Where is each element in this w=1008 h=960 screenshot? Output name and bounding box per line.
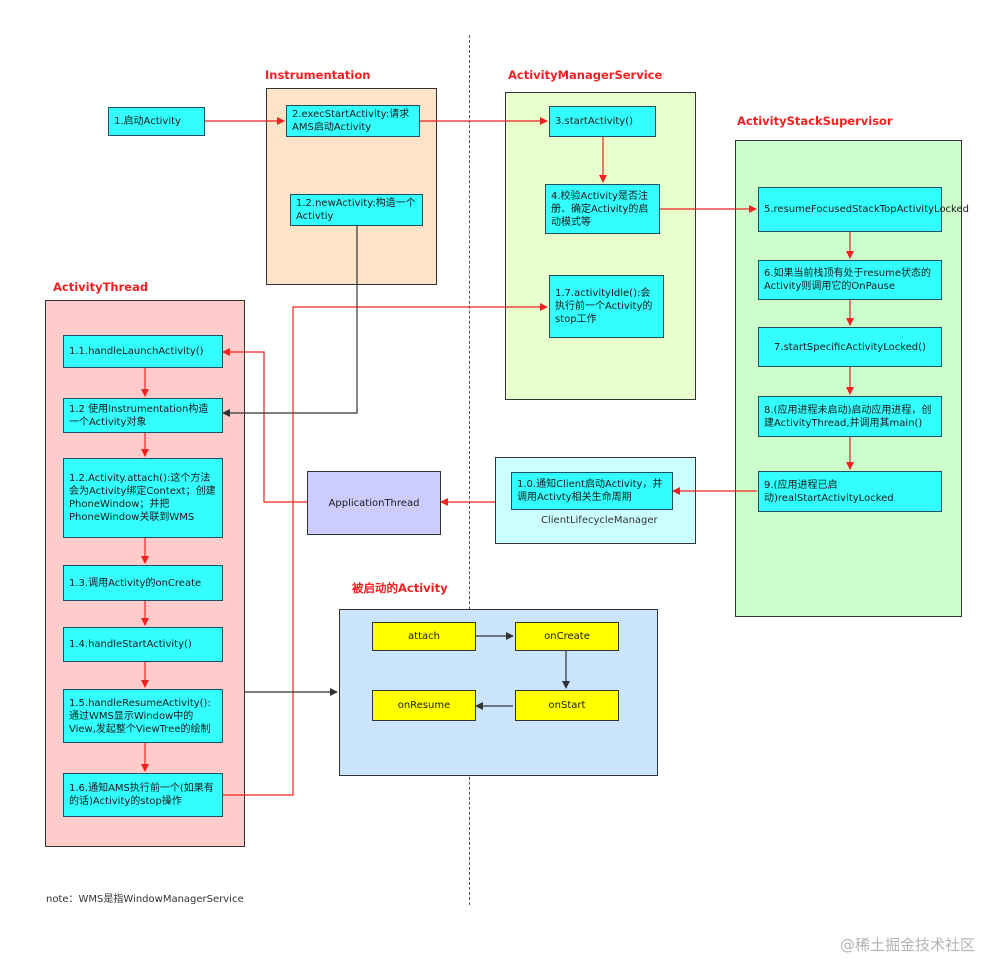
node-verify-activity: 4.校验Activity是否注册、确定Activity的启动模式等 (545, 184, 660, 234)
node-activity-idle: 1.7.activityIdle():会执行前一个Activity的stop工作 (549, 275, 664, 338)
node-start-activity: 1.启动Activity (108, 107, 205, 136)
node-call-on-create: 1.3.调用Activity的onCreate (63, 565, 223, 601)
arrow-appthread-to-11 (222, 348, 307, 503)
title-activity-manager-service: ActivityManagerService (508, 68, 663, 82)
node-notify-client: 1.0.通知Client启动Activity，并调用Activty相关生命周期 (511, 472, 673, 510)
node-on-create: onCreate (515, 622, 619, 651)
node-start-specific-activity: 7.startSpecificActivityLocked() (758, 327, 942, 367)
footnote-wms: note：WMS是指WindowManagerService (46, 894, 244, 905)
title-instrumentation: Instrumentation (265, 68, 371, 82)
watermark: @稀土掘金技术社区 (840, 936, 976, 954)
node-on-pause: 6.如果当前栈顶有处于resume状态的Activity则调用它的OnPause (758, 260, 942, 300)
title-activity-thread: ActivityThread (53, 280, 149, 294)
arrow-newactivity-to-12 (222, 226, 358, 417)
title-launched-activity: 被启动的Activity (352, 581, 448, 595)
arrow-16-to-17 (223, 303, 548, 796)
node-notify-ams-stop: 1.6.通知AMS执行前一个(如果有的话)Activity的stop操作 (63, 773, 223, 817)
node-new-activity: 1.2.newActivity:构造一个Activtiy (290, 194, 423, 226)
node-on-resume: onResume (372, 690, 476, 721)
node-construct-activity: 1.2 使用Instrumentation构造一个Activity对象 (63, 398, 223, 433)
node-resume-focused-stack: 5.resumeFocusedStackTopActivityLocked (758, 187, 969, 232)
label-client-lifecycle-manager: ClientLifecycleManager (541, 515, 658, 526)
node-handle-start-activity: 1.4.handleStartActivity() (63, 627, 223, 662)
dashed-divider (469, 35, 470, 905)
node-attach: attach (372, 622, 476, 651)
title-activity-stack-supervisor: ActivityStackSupervisor (737, 114, 893, 128)
node-on-start: onStart (515, 690, 619, 721)
container-activity-manager-service (505, 92, 696, 400)
node-real-start-activity: 9.(应用进程已启动)realStartActivityLocked (758, 471, 942, 512)
node-exec-start-activity: 2.execStartActivity:请求AMS启动Activity (286, 105, 420, 137)
node-start-app-process: 8.(应用进程未启动)启动应用进程，创建ActivityThread,并调用其m… (758, 396, 942, 437)
node-activity-attach: 1.2.Activity.attach():这个方法会为Activity绑定Co… (63, 458, 223, 538)
node-handle-resume-activity: 1.5.handleResumeActivity():通过WMS显示Window… (63, 689, 223, 743)
node-application-thread: ApplicationThread (307, 471, 441, 535)
node-ams-start-activity: 3.startActivity() (549, 106, 656, 137)
node-handle-launch-activity: 1.1.handleLaunchActivity() (63, 335, 223, 368)
